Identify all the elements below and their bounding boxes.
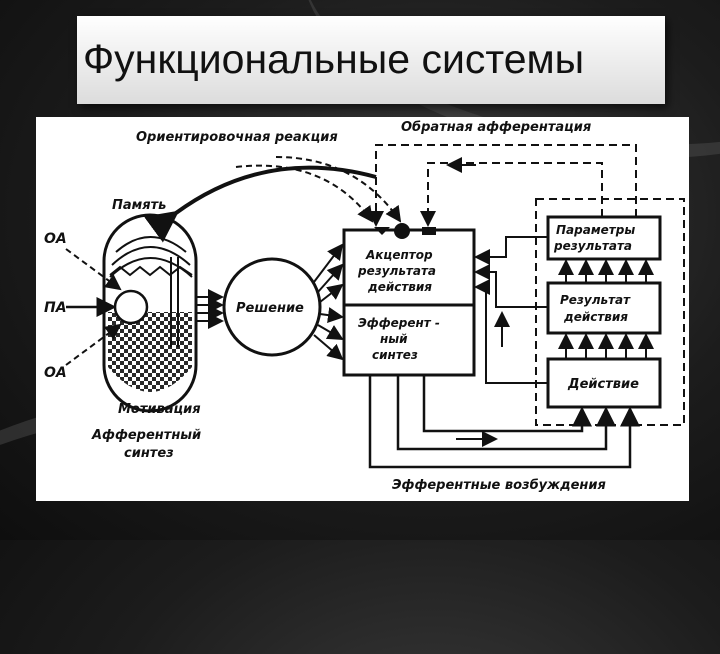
orientation-dashed-arc xyxy=(235,164,374,223)
oa-bottom-arrow xyxy=(65,323,122,366)
orientation-label: Ориентировочная реакция xyxy=(136,130,338,145)
action-label: Действие xyxy=(567,377,639,392)
acceptor-feedback-lines xyxy=(474,236,548,384)
result-label-1: Результат xyxy=(560,293,631,307)
decision-label: Решение xyxy=(236,301,304,316)
afferent-to-decision-arrows xyxy=(196,289,224,329)
upward-arrows xyxy=(558,259,654,359)
afferent-synthesis-label-2: синтез xyxy=(124,446,174,461)
oa-bottom-label: ОА xyxy=(44,365,67,381)
result-label-2: действия xyxy=(563,310,628,324)
functional-system-diagram: Ориентировочная реакция Обратная афферен… xyxy=(44,120,685,493)
acceptor-label-3: действия xyxy=(367,280,432,294)
feedback-label: Обратная афферентация xyxy=(401,120,591,135)
efferent-excitation-lines xyxy=(368,375,640,469)
efferent-synthesis-label-1: Эфферент - xyxy=(358,316,440,330)
action-result-node xyxy=(546,281,662,335)
title-banner: Функциональные системы xyxy=(77,16,665,104)
oa-top-arrow xyxy=(65,248,122,291)
diagram-panel: Ориентировочная реакция Обратная афферен… xyxy=(36,117,689,501)
efferent-synthesis-label-3: синтез xyxy=(372,348,418,362)
afferent-synthesis-block xyxy=(102,213,198,413)
memory-label: Память xyxy=(112,198,166,213)
feedback-loops xyxy=(368,144,637,227)
acceptor-label-1: Акцептор xyxy=(365,248,433,262)
afferent-synthesis-label-1: Афферентный xyxy=(91,428,201,443)
params-label-1: Параметры xyxy=(556,223,635,237)
orientation-dashed-arc xyxy=(275,156,402,223)
efferent-excitation-label: Эфферентные возбуждения xyxy=(392,478,606,493)
acceptor-efferent-block xyxy=(342,223,476,377)
decision-node xyxy=(222,257,322,357)
slide-title: Функциональные системы xyxy=(83,36,585,82)
pa-label: ПА xyxy=(44,300,67,316)
oa-top-label: ОА xyxy=(44,231,67,247)
efferent-synthesis-label-2: ный xyxy=(380,332,408,346)
params-label-2: результата xyxy=(553,239,632,253)
acceptor-label-2: результата xyxy=(357,264,436,278)
decision-output-arrows xyxy=(313,243,344,361)
orientation-arc xyxy=(143,165,377,243)
motivation-label: Мотивация xyxy=(118,402,201,417)
